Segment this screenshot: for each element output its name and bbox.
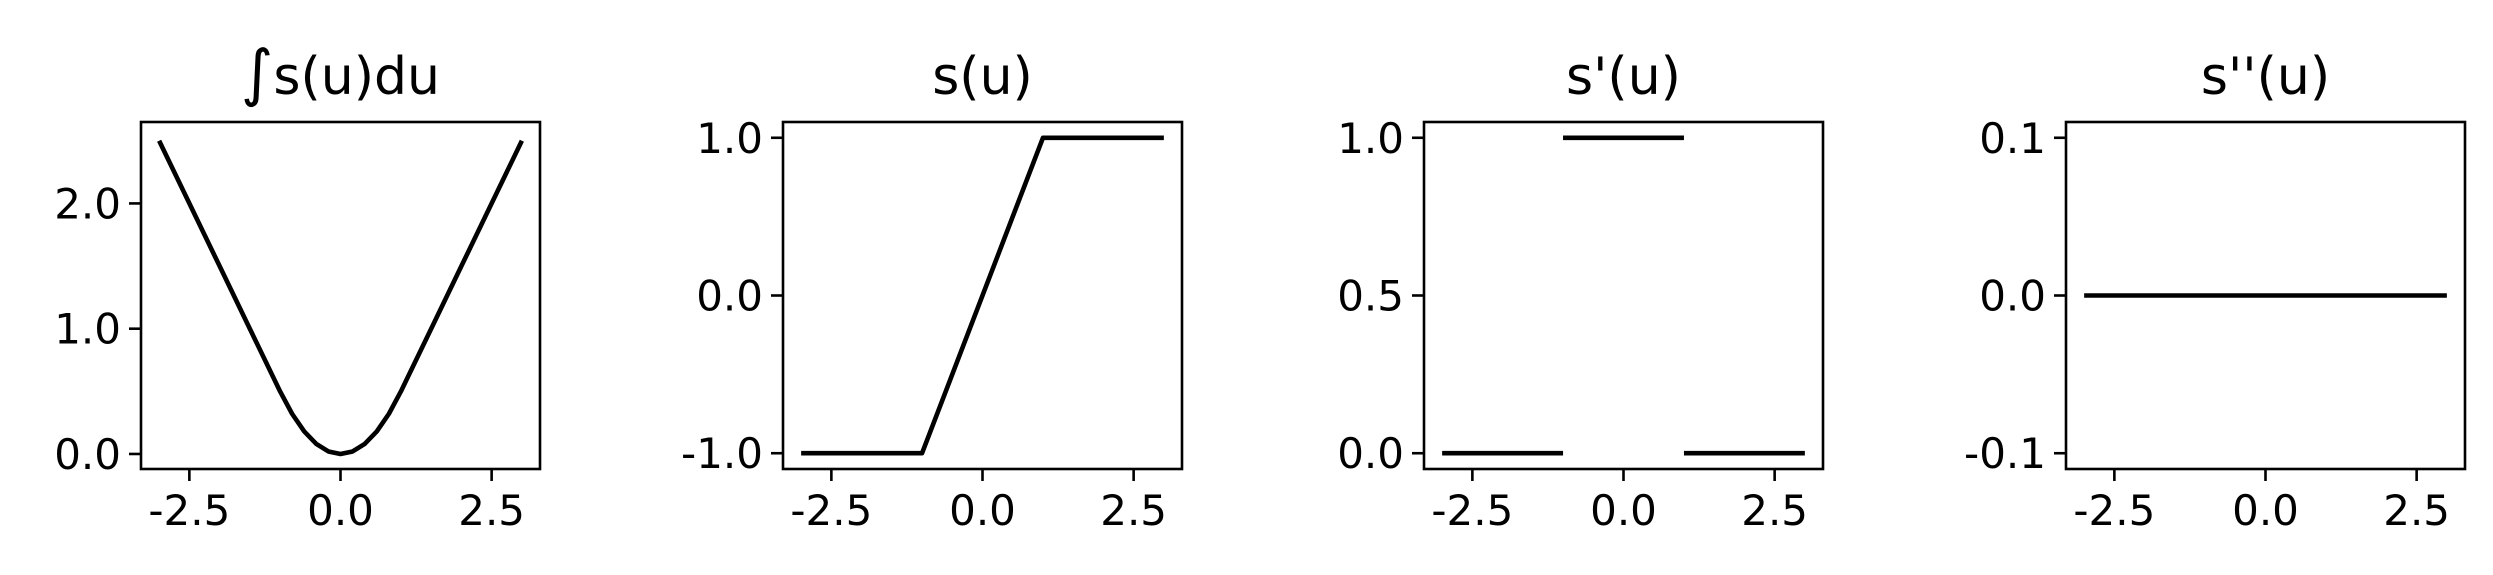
- panel-integral: -2.5 0.0 2.5 0.0 1.0 2.0 ∫s(u)du: [54, 36, 542, 535]
- integral-y-tick-label: 0.0: [54, 430, 121, 479]
- integral-x-tick-label: 0.0: [307, 486, 374, 535]
- integral-curve-segment: [157, 139, 524, 457]
- s-x-tick-label: 0.0: [949, 486, 1016, 535]
- integral-y-tick-label: 1.0: [54, 305, 121, 354]
- s-y-tick-label: 0.0: [696, 272, 763, 321]
- integral-title: ∫s(u)du: [241, 36, 440, 109]
- s-prime-y-tick-label: 0.0: [1337, 429, 1404, 478]
- s-double-prime-y-tick-label: 0.1: [1979, 114, 2046, 163]
- panel-s-double-prime: -2.5 0.0 2.5 -0.1 0.0 0.1 s''(u): [1964, 47, 2467, 535]
- s-prime-y-tick-label: 1.0: [1337, 114, 1404, 163]
- integral-title-text: s(u)du: [273, 47, 440, 107]
- s-double-prime-x-tick-label: -2.5: [2073, 486, 2155, 535]
- panel-s-prime: -2.5 0.0 2.5 0.0 0.5 1.0 s'(u): [1337, 47, 1825, 535]
- s-prime-y-tick-label: 0.5: [1337, 272, 1404, 321]
- s-double-prime-x-tick-label: 2.5: [2383, 486, 2450, 535]
- integral-x-tick-label: -2.5: [148, 486, 230, 535]
- s-double-prime-x-tick-label: 0.0: [2232, 486, 2299, 535]
- s-prime-title-text: s'(u): [1566, 47, 1681, 107]
- s-prime-x-tick-label: -2.5: [1431, 486, 1513, 535]
- s-prime-axes-frame: [1422, 120, 1825, 471]
- s-y-tick-label: -1.0: [681, 429, 763, 478]
- s-double-prime-title-text: s''(u): [2201, 47, 2330, 107]
- s-title-text: s(u): [932, 47, 1033, 107]
- s-curve-segment: [801, 135, 1164, 456]
- s-prime-title: s'(u): [1566, 47, 1681, 107]
- s-x-tick-label: 2.5: [1100, 486, 1167, 535]
- integral-y-tick-label: 2.0: [54, 179, 121, 228]
- integral-axes-frame: [139, 120, 542, 471]
- s-double-prime-title: s''(u): [2201, 47, 2330, 107]
- integral-sign-icon: ∫: [241, 36, 273, 109]
- s-y-tick-label: 1.0: [696, 114, 763, 163]
- s-title: s(u): [932, 47, 1033, 107]
- s-double-prime-y-tick-label: 0.0: [1979, 272, 2046, 321]
- s-x-tick-label: -2.5: [790, 486, 872, 535]
- panel-s: -2.5 0.0 2.5 -1.0 0.0 1.0 s(u): [681, 47, 1184, 535]
- s-double-prime-y-tick-label: -0.1: [1964, 429, 2046, 478]
- s-prime-x-tick-label: 0.0: [1590, 486, 1657, 535]
- integral-x-tick-label: 2.5: [458, 486, 525, 535]
- s-prime-x-tick-label: 2.5: [1741, 486, 1808, 535]
